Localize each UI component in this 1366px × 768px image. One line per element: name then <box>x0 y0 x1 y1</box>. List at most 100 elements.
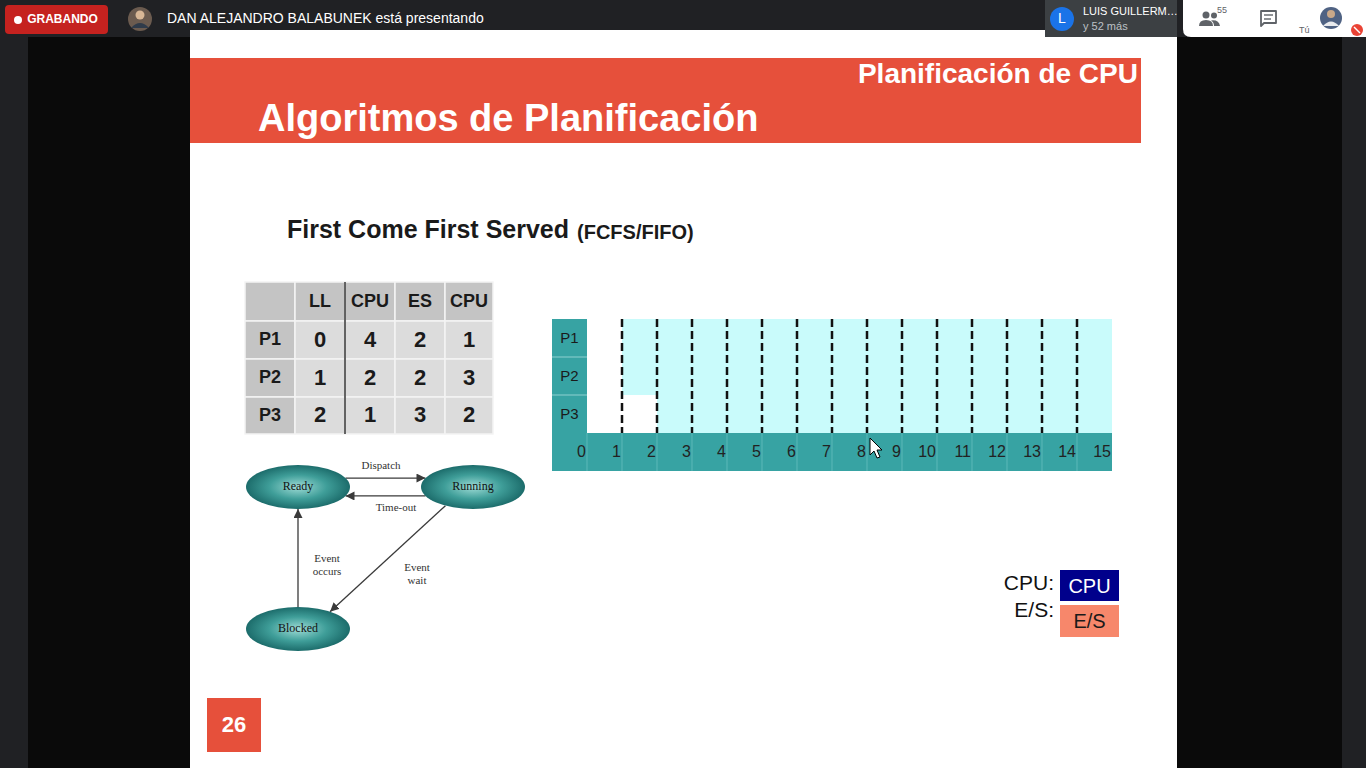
legend-sample-text: E/S <box>1060 605 1119 637</box>
chat-icon <box>1261 11 1276 26</box>
table-cell <box>345 397 395 434</box>
process-row-label: P3 <box>552 395 587 433</box>
time-gridline <box>621 319 624 433</box>
table-cell-text: P3 <box>245 397 295 434</box>
algorithm-name: First Come First Served <box>287 203 569 243</box>
time-tick: 12 <box>973 433 1006 471</box>
axis-separator <box>902 433 903 471</box>
node-label: Ready <box>283 480 314 493</box>
table-cell-text: 3 <box>445 359 493 397</box>
time-tick: 2 <box>623 433 656 471</box>
self-avatar <box>1320 7 1342 29</box>
table-cell <box>245 321 295 359</box>
gantt-grid <box>587 319 1112 433</box>
table-cell-text: 3 <box>395 397 445 434</box>
table-cell <box>445 359 493 397</box>
node-label: Running <box>452 480 493 493</box>
people-count: 55 <box>1217 5 1227 17</box>
axis-separator <box>692 433 693 471</box>
table-cell-text: 0 <box>295 321 345 359</box>
table-cell-text: 2 <box>445 397 493 434</box>
axis-separator <box>832 433 833 471</box>
axis-separator <box>867 433 868 471</box>
node-label: Blocked <box>278 622 318 635</box>
time-tick: 11 <box>938 433 971 471</box>
axis-separator <box>587 433 588 471</box>
table-cell <box>295 359 345 397</box>
time-gridline <box>1006 319 1009 433</box>
presenter-avatar <box>128 7 152 31</box>
axis-separator <box>972 433 973 471</box>
process-row-label: P2 <box>552 357 587 395</box>
time-tick: 6 <box>763 433 796 471</box>
table-cell-text: 1 <box>295 359 345 397</box>
time-tick: 0 <box>553 433 586 471</box>
transition-label: Dispatch <box>355 459 407 472</box>
self-tag: Tú <box>1299 25 1310 37</box>
transition-label: Event occurs <box>306 552 348 577</box>
time-tick: 3 <box>658 433 691 471</box>
table-cell-text: P1 <box>245 321 295 359</box>
time-tick: 4 <box>693 433 726 471</box>
table-cell-text: 2 <box>295 397 345 434</box>
table-cell <box>445 282 493 321</box>
axis-separator <box>762 433 763 471</box>
time-tick: 5 <box>728 433 761 471</box>
table-cell-text: CPU <box>345 282 395 321</box>
participant-count: y 52 más <box>1083 19 1128 34</box>
section-heading: Planificación de CPU <box>740 56 1138 92</box>
recording-badge: GRABANDO <box>5 5 108 34</box>
table-cell <box>395 282 445 321</box>
time-gridline <box>656 319 659 433</box>
people-icon <box>1199 12 1220 27</box>
time-gridline <box>796 319 799 433</box>
data-table <box>245 282 493 434</box>
transition-label: Time-out <box>368 501 424 514</box>
row-separator <box>552 357 587 358</box>
table-cell <box>345 359 395 397</box>
table-divider <box>344 282 346 434</box>
table-cell <box>295 397 345 434</box>
table-cell-text: 4 <box>345 321 395 359</box>
table-cell <box>395 359 445 397</box>
time-gridline <box>1076 319 1079 433</box>
time-gridline <box>971 319 974 433</box>
participant-avatar: L <box>1050 7 1074 31</box>
legend-text: CPU: <box>974 570 1054 596</box>
time-tick: 8 <box>833 433 866 471</box>
axis-separator <box>1042 433 1043 471</box>
time-gridline <box>761 319 764 433</box>
process-row-label: P1 <box>552 319 587 357</box>
time-tick: 14 <box>1043 433 1076 471</box>
algorithm-abbrev: (FCFS/FIFO) <box>577 203 694 243</box>
table-cell-text: CPU <box>445 282 493 321</box>
table-cell-text: P2 <box>245 359 295 397</box>
axis-separator <box>937 433 938 471</box>
slide <box>190 30 1177 768</box>
table-cell-text: LL <box>295 282 345 321</box>
state-ellipse: Blocked <box>246 607 350 651</box>
participant-name: LUIS GUILLERM… <box>1083 4 1178 19</box>
axis-separator <box>657 433 658 471</box>
state-transition <box>346 477 426 478</box>
time-tick: 7 <box>798 433 831 471</box>
time-gridline <box>831 319 834 433</box>
idle-cell <box>587 319 622 357</box>
table-cell-text: 2 <box>395 321 445 359</box>
ellipse-shape <box>246 465 350 509</box>
mouse-cursor <box>870 438 882 458</box>
time-tick: 9 <box>868 433 901 471</box>
state-ellipse: Running <box>421 465 525 509</box>
table-cell <box>395 397 445 434</box>
idle-cell <box>587 357 622 395</box>
legend-sample-text: CPU <box>1060 570 1119 601</box>
table-cell <box>295 321 345 359</box>
slide-title: Algoritmos de Planificación <box>258 95 758 143</box>
axis-separator <box>1077 433 1078 471</box>
table-cell <box>345 282 395 321</box>
table-cell <box>445 321 493 359</box>
table-cell <box>445 397 493 434</box>
table-cell <box>395 321 445 359</box>
